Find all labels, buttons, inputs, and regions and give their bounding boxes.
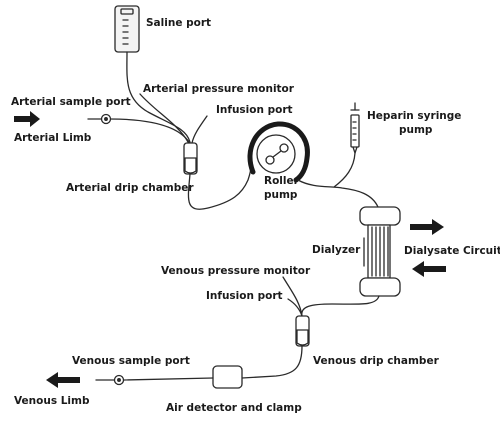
venous-sample-port-label: Venous sample port — [72, 355, 190, 367]
arterial-infusion-line — [191, 115, 208, 144]
air-detector-clamp — [212, 365, 243, 389]
saline-bag — [114, 5, 140, 53]
arterial-to-pump-line — [187, 165, 252, 210]
venous-infusion-line — [287, 298, 303, 317]
roller-pump-label-line1: Roller — [264, 175, 299, 187]
dialyzer — [359, 206, 401, 297]
infusion-port-label: Infusion port — [216, 104, 293, 116]
dialysate-out-arrow — [410, 219, 444, 235]
venous-drip-chamber-label: Venous drip chamber — [313, 355, 439, 367]
heparin-line — [333, 152, 356, 188]
arterial-drip-chamber-label: Arterial drip chamber — [66, 182, 194, 194]
saline-port-label: Saline port — [146, 17, 212, 29]
arterial-pressure-monitor-label: Arterial pressure monitor — [143, 83, 294, 95]
heparin-syringe-pump-label-line1: Heparin syringe — [367, 110, 462, 122]
dialyzer-to-venous-line — [301, 295, 380, 317]
venous-outflow-arrow — [46, 372, 80, 388]
air-detector-and-clamp-label: Air detector and clamp — [166, 402, 302, 414]
arterial-pressure-monitor-line — [139, 93, 189, 143]
roller-pump — [247, 121, 310, 183]
arterial-limb-line — [109, 118, 190, 143]
dialysate-in-arrow — [412, 261, 446, 277]
venous-line — [123, 377, 214, 381]
venous-to-air-detector-line — [241, 345, 303, 379]
roller-pump-label-line2: pump — [264, 189, 298, 201]
arterial-limb-label: Arterial Limb — [14, 132, 92, 144]
pump-to-dialyzer-line — [297, 179, 379, 208]
venous-limb-label: Venous Limb — [14, 395, 90, 407]
heparin-syringe-pump-label-line2: pump — [399, 124, 433, 136]
arterial-sample-port-label: Arterial sample port — [11, 96, 131, 108]
arterial-drip-chamber — [183, 142, 198, 175]
venous-infusion-port-label: Infusion port — [206, 290, 283, 302]
dialysate-circuit-label: Dialysate Circuit — [404, 245, 500, 257]
heparin-syringe — [350, 102, 360, 154]
arterial-inflow-arrow — [14, 111, 40, 127]
venous-pressure-monitor-label: Venous pressure monitor — [161, 265, 311, 277]
saline-line — [126, 51, 191, 143]
dialyzer-label: Dialyzer — [312, 244, 361, 256]
venous-drip-chamber — [295, 315, 310, 347]
